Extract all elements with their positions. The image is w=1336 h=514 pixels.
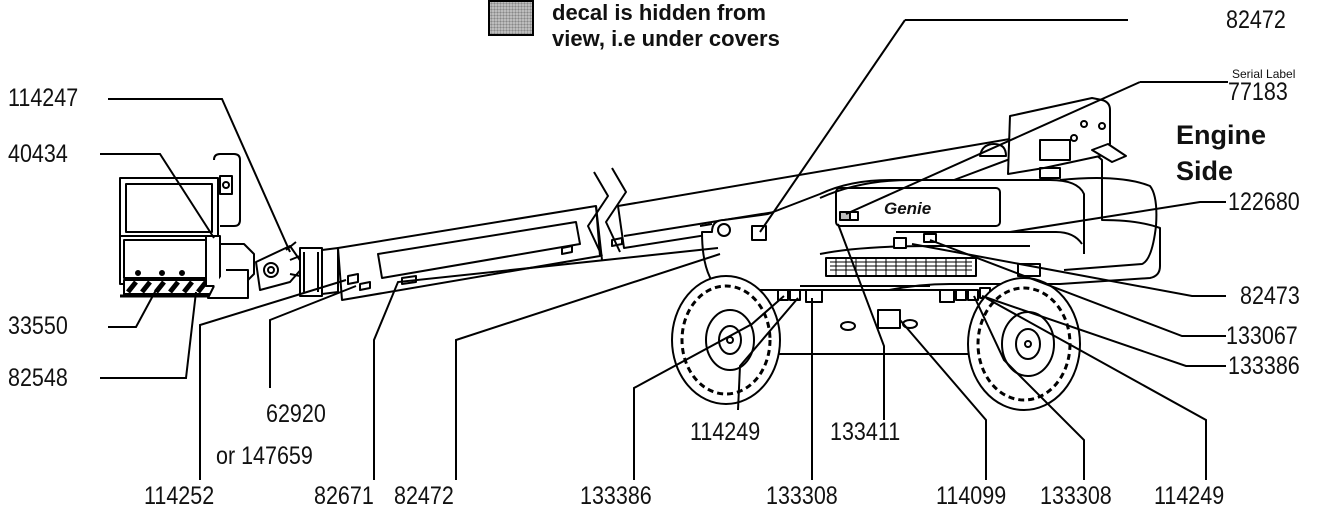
label-33550: 33550 (8, 312, 68, 340)
label-133386-bottom: 133386 (580, 482, 652, 510)
label-114099: 114099 (936, 482, 1007, 510)
label-or-147659: or 147659 (216, 442, 313, 470)
label-133067: 133067 (1226, 322, 1298, 350)
wheel-right (967, 277, 1081, 411)
label-122680: 122680 (1228, 188, 1300, 216)
wheel-left (671, 275, 781, 405)
serial-label-number: 77183 (1228, 78, 1288, 106)
serial-label-caption: Serial Label (1232, 67, 1296, 81)
hidden-decal-swatch (488, 0, 534, 36)
label-114247: 114247 (8, 84, 79, 112)
label-82473: 82473 (1240, 282, 1300, 310)
label-62920: 62920 (266, 400, 326, 428)
turntable (701, 97, 1161, 303)
label-133308-right: 133308 (1040, 482, 1112, 510)
side-title-line-2: Side (1176, 156, 1234, 186)
legend-line-1: decal is hidden from (552, 0, 766, 25)
label-133386-right: 133386 (1228, 352, 1300, 380)
legend-text: decal is hidden from view, i.e under cov… (552, 0, 780, 52)
label-133411: 133411 (830, 418, 901, 446)
genie-logo: Genie (884, 199, 932, 218)
side-title-line-1: Engine (1176, 120, 1267, 150)
label-133308-left: 133308 (766, 482, 838, 510)
leader-lines (100, 19, 1228, 480)
label-40434: 40434 (8, 140, 68, 168)
label-82472-top: 82472 (1226, 6, 1286, 34)
platform (119, 153, 255, 299)
label-114252: 114252 (144, 482, 215, 510)
label-114249-left: 114249 (690, 418, 761, 446)
label-82671: 82671 (314, 482, 374, 510)
label-114249-right: 114249 (1154, 482, 1225, 510)
label-82472-bottom: 82472 (394, 482, 454, 510)
label-82548: 82548 (8, 364, 68, 392)
legend-line-2: view, i.e under covers (552, 26, 780, 51)
jib (255, 241, 339, 297)
